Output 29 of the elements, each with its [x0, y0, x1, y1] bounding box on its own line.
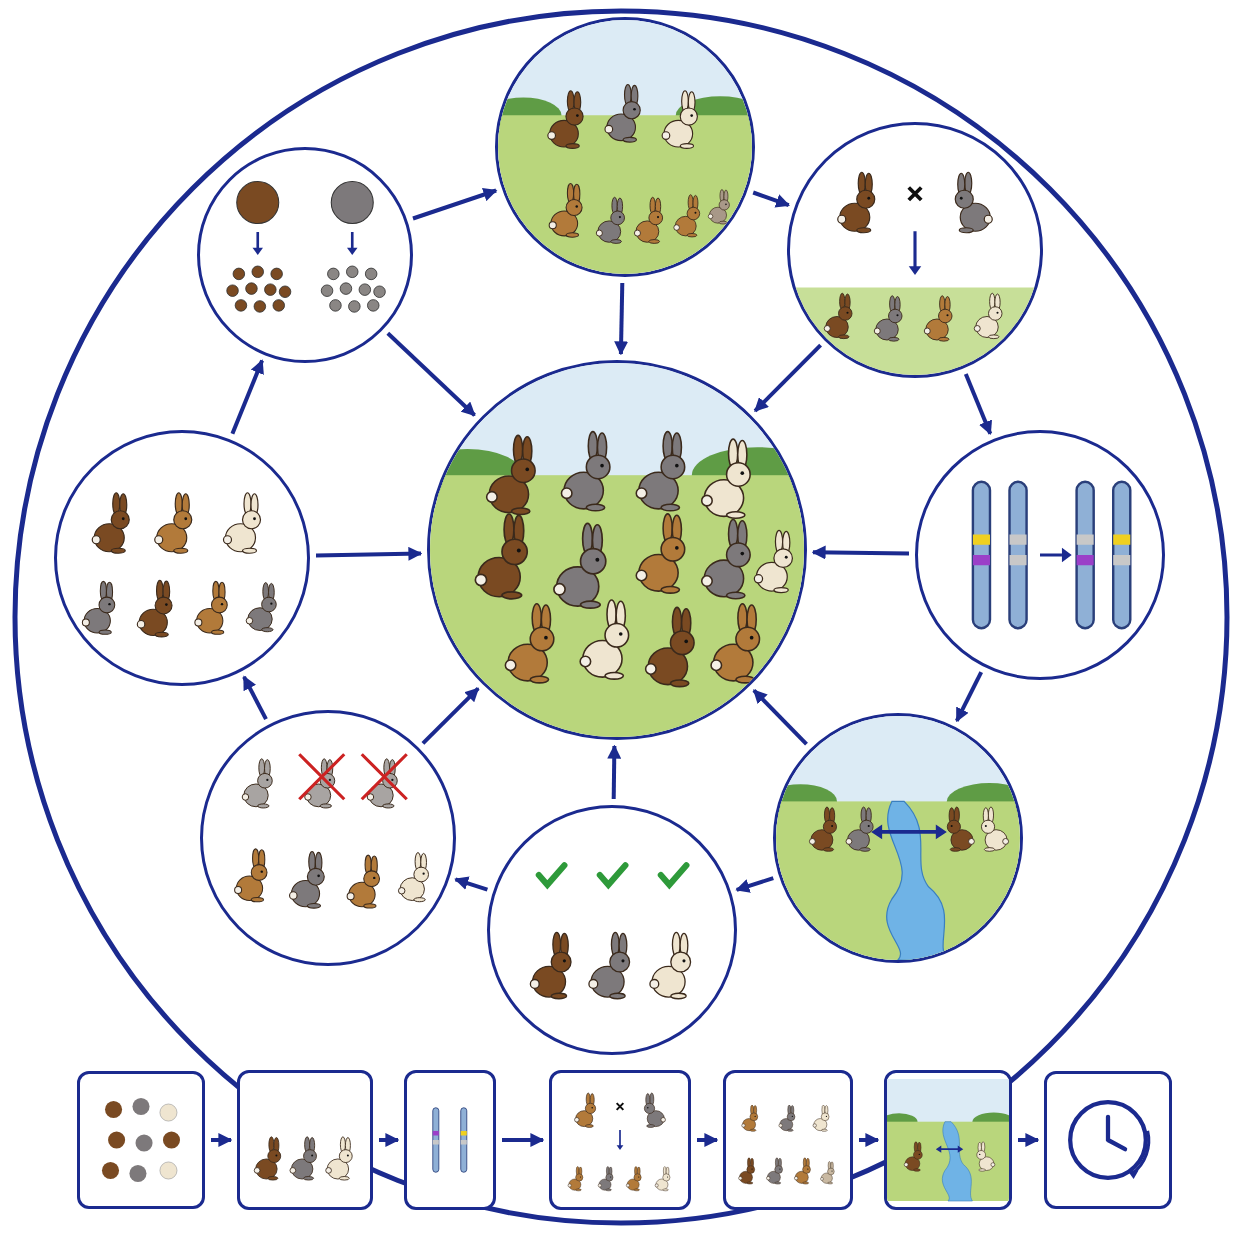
arrow [211, 1133, 233, 1147]
arrow [421, 687, 480, 745]
arrow [752, 190, 790, 208]
arrow [753, 343, 822, 413]
arrow [697, 1133, 719, 1147]
arrow [955, 671, 983, 723]
arrow [607, 744, 622, 800]
arrow [379, 1133, 400, 1147]
arrow [752, 688, 808, 746]
rabbit-population-frame [723, 1070, 853, 1210]
rabbit-trio-frame [237, 1070, 373, 1210]
pigment-dots-frame [77, 1071, 205, 1209]
arrow [315, 546, 423, 561]
arrow [502, 1133, 545, 1147]
arrow [1018, 1133, 1040, 1147]
arrow [963, 373, 993, 436]
arrow [230, 359, 264, 435]
arrow [412, 187, 498, 221]
river-migration-frame [884, 1070, 1012, 1210]
arrow [386, 331, 476, 417]
rabbit-cross-frame [549, 1070, 691, 1210]
clock-frame [1044, 1071, 1172, 1209]
arrow [242, 675, 268, 721]
arrow [614, 282, 629, 356]
arrow [735, 876, 774, 893]
arrow [454, 876, 488, 892]
chromosome-frame [404, 1070, 496, 1210]
arrow [859, 1133, 880, 1147]
arrow [811, 545, 910, 560]
